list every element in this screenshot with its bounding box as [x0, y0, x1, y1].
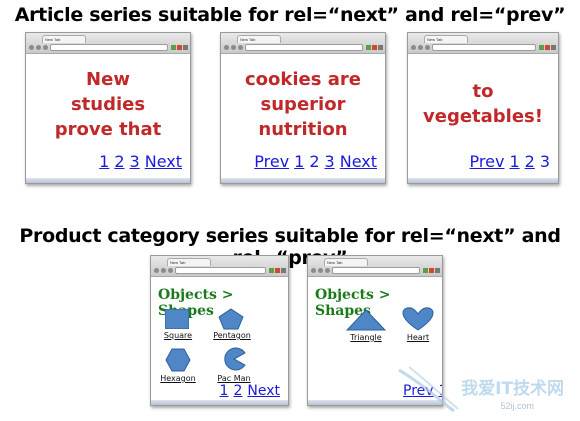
pagination-link[interactable]: 2: [233, 383, 243, 399]
product-label[interactable]: Hexagon: [160, 374, 196, 383]
wrench-icon[interactable]: [281, 268, 286, 273]
browser-toolbar: New Tab: [221, 33, 385, 54]
pagination-link[interactable]: 1: [439, 383, 442, 399]
browser-toolbar: New Tab: [26, 33, 190, 54]
browser-toolbar: New Tab: [408, 33, 558, 54]
product-label[interactable]: Square: [163, 331, 193, 340]
forward-icon[interactable]: [318, 268, 323, 273]
pagination-link[interactable]: 1: [509, 152, 520, 171]
article-text: New studies prove that: [54, 69, 162, 140]
watermark-url: 52ij.com: [500, 401, 534, 411]
pagination-link[interactable]: 1: [219, 383, 229, 399]
status-bar: [221, 178, 385, 183]
pagination-current: 3: [539, 152, 550, 171]
back-icon[interactable]: [29, 45, 34, 50]
pacman-shape[interactable]: [222, 347, 246, 371]
pagination-link[interactable]: Next: [247, 383, 280, 399]
article-series-heading: Article series suitable for rel=“next” a…: [14, 4, 566, 26]
extension-icon[interactable]: [171, 45, 176, 50]
forward-icon[interactable]: [161, 268, 166, 273]
watermark: 我爱IT技术网 52ij.com: [394, 365, 574, 415]
article-text: cookies are superior nutrition: [245, 69, 361, 140]
pagination-link[interactable]: Prev: [469, 152, 505, 171]
pagination-link[interactable]: Next: [339, 152, 377, 171]
browser-toolbar: New Tab: [308, 256, 442, 277]
address-bar[interactable]: [332, 267, 420, 274]
browser-tab[interactable]: New Tab: [167, 258, 211, 266]
pagination-link[interactable]: 2: [524, 152, 535, 171]
product-label[interactable]: Heart: [406, 333, 430, 342]
browser-tab[interactable]: New Tab: [237, 35, 281, 43]
pagination-link[interactable]: Next: [144, 152, 182, 171]
reload-icon[interactable]: [43, 45, 48, 50]
extension-icon[interactable]: [275, 268, 280, 273]
pagination-link[interactable]: 1: [294, 152, 305, 171]
pagination-current: 2: [309, 152, 320, 171]
heart-shape[interactable]: [402, 307, 434, 331]
back-icon[interactable]: [154, 268, 159, 273]
wrench-icon[interactable]: [183, 45, 188, 50]
pagination-link[interactable]: 3: [324, 152, 335, 171]
product-label[interactable]: Pentagon: [213, 331, 251, 340]
back-icon[interactable]: [411, 45, 416, 50]
reload-icon[interactable]: [168, 268, 173, 273]
browser-tab[interactable]: New Tab: [42, 35, 86, 43]
address-bar[interactable]: [432, 44, 536, 51]
reload-icon[interactable]: [238, 45, 243, 50]
wrench-icon[interactable]: [378, 45, 383, 50]
pagination-link[interactable]: 1: [99, 152, 110, 171]
browser-tab[interactable]: New Tab: [324, 258, 368, 266]
back-icon[interactable]: [311, 268, 316, 273]
browser-window-product-1: New Tab Objects > Shapes Square Pentagon…: [150, 255, 289, 406]
forward-icon[interactable]: [36, 45, 41, 50]
extension-icon[interactable]: [539, 45, 544, 50]
status-bar: [151, 400, 288, 405]
status-bar: [408, 178, 558, 183]
pagination-link[interactable]: Prev: [254, 152, 290, 171]
hexagon-shape[interactable]: [165, 348, 191, 372]
extension-icon[interactable]: [545, 45, 550, 50]
reload-icon[interactable]: [425, 45, 430, 50]
address-bar[interactable]: [175, 267, 266, 274]
browser-window-article-2: New Tab cookies are superior nutrition P…: [220, 32, 386, 184]
extension-icon[interactable]: [269, 268, 274, 273]
pagination-link[interactable]: 3: [129, 152, 140, 171]
article-text: to vegetables!: [423, 81, 543, 127]
watermark-wings-icon: [398, 366, 459, 413]
product-label[interactable]: Triangle: [350, 333, 382, 342]
square-shape[interactable]: [165, 309, 189, 329]
extension-icon[interactable]: [366, 45, 371, 50]
product-label[interactable]: Pac Man: [217, 374, 251, 383]
extension-icon[interactable]: [429, 268, 434, 273]
extension-icon[interactable]: [177, 45, 182, 50]
product-series-heading: Product category series suitable for rel…: [19, 225, 561, 269]
triangle-shape[interactable]: [346, 309, 386, 331]
status-bar: [308, 400, 442, 405]
forward-icon[interactable]: [231, 45, 236, 50]
watermark-text: 我爱IT技术网: [461, 379, 564, 399]
extension-icon[interactable]: [372, 45, 377, 50]
address-bar[interactable]: [245, 44, 363, 51]
forward-icon[interactable]: [418, 45, 423, 50]
reload-icon[interactable]: [325, 268, 330, 273]
browser-tab[interactable]: New Tab: [424, 35, 468, 43]
wrench-icon[interactable]: [435, 268, 440, 273]
browser-window-product-2: New Tab Objects > Shapes Triangle Heart …: [307, 255, 443, 406]
category-breadcrumb: Objects > Shapes: [315, 287, 391, 319]
back-icon[interactable]: [224, 45, 229, 50]
pagination-link[interactable]: 2: [114, 152, 125, 171]
extension-icon[interactable]: [423, 268, 428, 273]
browser-toolbar: New Tab: [151, 256, 288, 277]
pentagon-shape[interactable]: [218, 308, 244, 330]
wrench-icon[interactable]: [551, 45, 556, 50]
status-bar: [26, 178, 190, 183]
address-bar[interactable]: [50, 44, 168, 51]
